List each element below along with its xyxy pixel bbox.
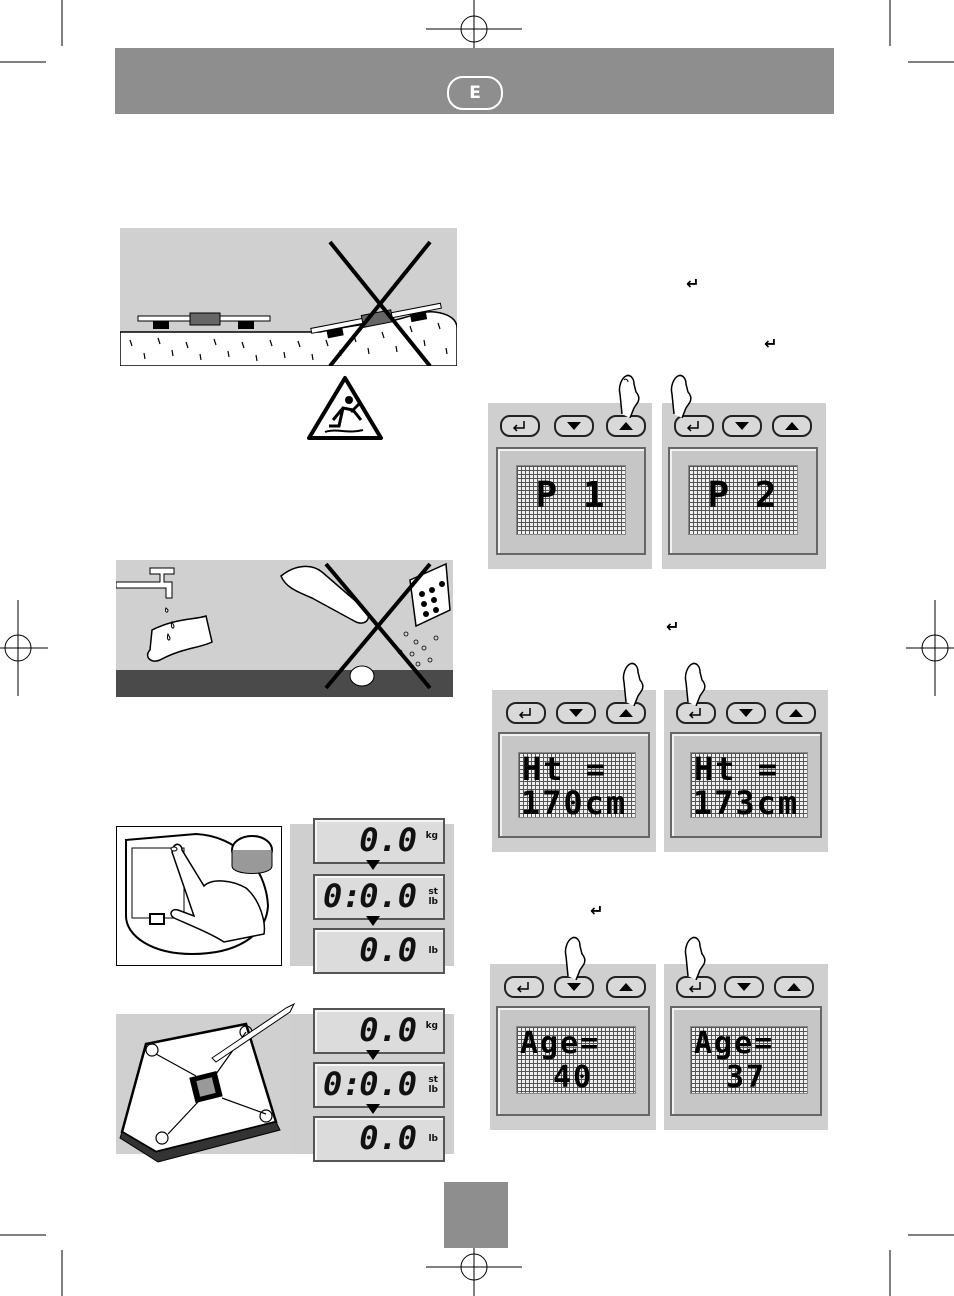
arrow-down-icon: [366, 860, 380, 870]
finger-pointer-icon: [618, 660, 646, 706]
display-line-2: 40: [498, 1060, 648, 1095]
lcd-lb: 0.0 lb: [313, 928, 445, 974]
cleaning-illustration: [116, 560, 453, 697]
height-panel-2: Ht = 173cm: [664, 690, 828, 852]
display-text: P 2: [670, 475, 816, 516]
scale-underside-illustration: [116, 1002, 306, 1164]
up-button[interactable]: [606, 415, 646, 437]
age-panel-1: Age= 40: [490, 964, 656, 1130]
height-lcd: Ht = 170cm: [498, 732, 650, 838]
age-panel-2: Age= 37: [664, 964, 828, 1130]
program-lcd: P 1: [496, 447, 646, 555]
finger-pointer-icon: [614, 372, 642, 418]
display-line-1: Age=: [498, 1026, 648, 1061]
arrow-down-icon: [366, 1050, 380, 1060]
display-line-2: 173cm: [672, 784, 820, 822]
display-text: P 1: [498, 475, 644, 516]
page-number-box: [444, 1182, 508, 1248]
finger-pointer-icon: [666, 372, 694, 418]
height-panel-1: Ht = 170cm: [492, 690, 656, 852]
enter-button[interactable]: [504, 976, 544, 998]
language-badge: E: [447, 76, 503, 110]
enter-key-icon: ↵: [686, 274, 699, 293]
enter-key-icon: ↵: [666, 617, 679, 636]
lcd-st-lb: 0: 0.0 st lb: [313, 874, 445, 920]
arrow-down-icon: [366, 916, 380, 926]
finger-pointer-icon: [560, 934, 588, 980]
up-button[interactable]: [606, 976, 646, 998]
down-button[interactable]: [726, 702, 766, 724]
floor-surface-illustration: [120, 228, 457, 366]
display-line-1: Ht =: [500, 750, 648, 788]
display-line-1: Ht =: [672, 750, 820, 788]
enter-key-icon: ↵: [764, 334, 777, 353]
up-button[interactable]: [774, 976, 814, 998]
display-line-2: 170cm: [500, 784, 648, 822]
display-line-2: 37: [672, 1060, 820, 1095]
age-lcd: Age= 37: [670, 1006, 822, 1116]
display-line-1: Age=: [672, 1026, 820, 1061]
lcd-kg: 0.0 kg: [313, 818, 445, 864]
down-button[interactable]: [554, 415, 594, 437]
up-button[interactable]: [772, 415, 812, 437]
arrow-down-icon: [366, 1104, 380, 1114]
slip-warning-icon: [305, 374, 385, 442]
program-panel-1: P 1: [488, 403, 652, 569]
down-button[interactable]: [724, 976, 764, 998]
lcd-lb: 0.0 lb: [313, 1116, 445, 1162]
program-panel-2: P 2: [662, 403, 826, 569]
enter-button[interactable]: [674, 415, 714, 437]
height-lcd: Ht = 173cm: [670, 732, 822, 838]
finger-pointer-icon: [680, 934, 708, 980]
finger-pointer-icon: [680, 660, 708, 706]
down-button[interactable]: [722, 415, 762, 437]
enter-key-icon: ↵: [590, 901, 603, 920]
program-lcd: P 2: [668, 447, 818, 555]
enter-button[interactable]: [500, 415, 540, 437]
enter-button[interactable]: [506, 702, 546, 724]
lcd-kg: 0.0 kg: [313, 1008, 445, 1054]
down-button[interactable]: [556, 702, 596, 724]
age-lcd: Age= 40: [496, 1006, 650, 1116]
touch-sensor-illustration: [116, 826, 282, 966]
lcd-st-lb: 0: 0.0 st lb: [313, 1062, 445, 1108]
up-button[interactable]: [776, 702, 816, 724]
